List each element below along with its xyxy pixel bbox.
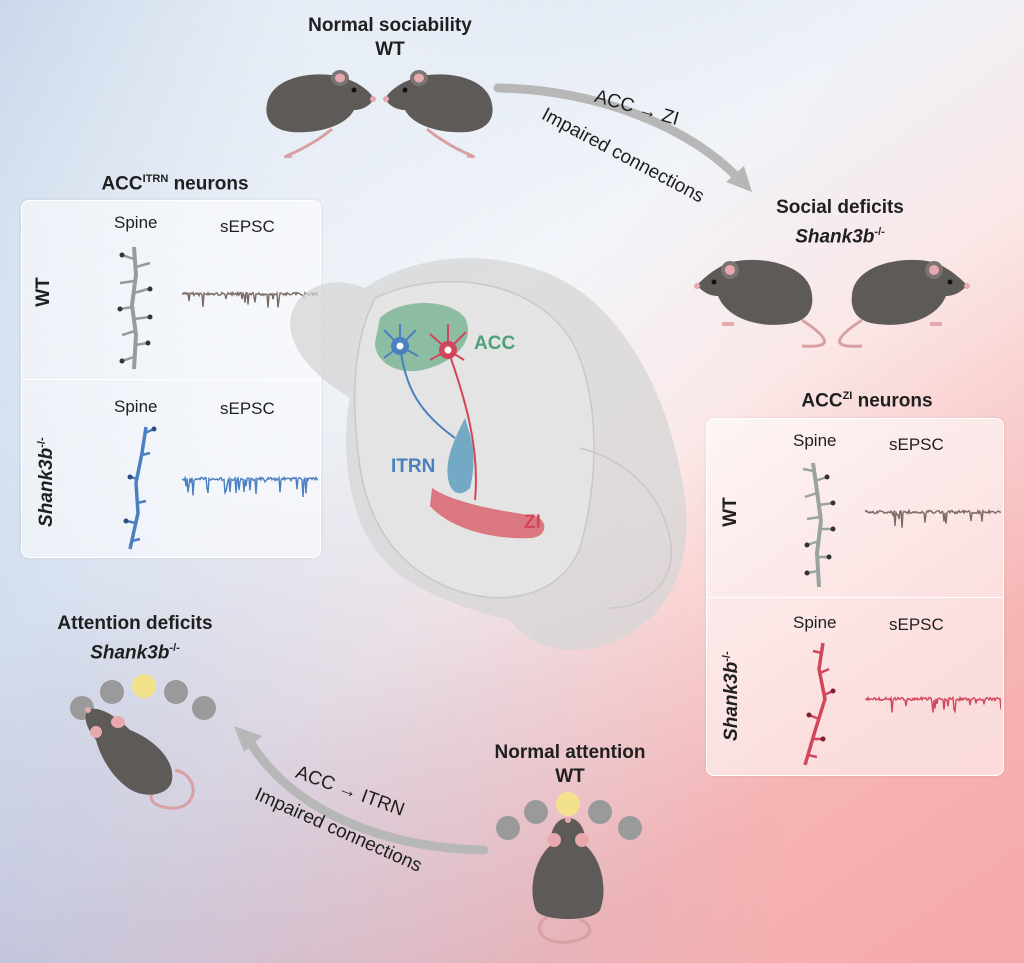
right-panel-acc-zi: Spine sEPSC WT Spine sEPSC Shank3b-/-	[706, 418, 1004, 776]
right-wt-spine-label: Spine	[793, 431, 837, 450]
left-wt-row-label: WT	[33, 277, 54, 307]
panel-divider	[707, 597, 1003, 598]
left-shank-spine-label: Spine	[114, 397, 158, 416]
panel-divider	[22, 379, 320, 380]
right-wt-sepsc-label: sEPSC	[889, 435, 944, 454]
right-wt-row-label: WT	[720, 497, 741, 527]
brain-label-itrn: ITRN	[391, 456, 436, 477]
acc-itrn-arrow	[234, 726, 489, 855]
right-shank-sepsc-trace	[865, 695, 1001, 714]
right-wt-spine-dendrite	[802, 462, 836, 588]
left-wt-sepsc-trace	[182, 290, 318, 308]
right-wt-sepsc-trace	[865, 508, 1001, 528]
normal-sociability-heading: Normal sociability WT	[308, 15, 472, 60]
brain-label-acc: ACC	[474, 333, 516, 354]
right-shank-sepsc-label: sEPSC	[889, 615, 944, 634]
social-deficits-heading: Social deficits Shank3b-/-	[776, 197, 904, 248]
left-shank-row-label: Shank3b-/-	[35, 437, 58, 527]
left-shank-sepsc-trace	[182, 475, 318, 497]
left-panel-title: ACCITRN neurons	[101, 173, 249, 195]
normal-attention-heading: Normal attention WT	[494, 742, 646, 787]
right-shank-spine-dendrite	[803, 642, 836, 766]
shank-mice-social-deficit	[694, 259, 970, 348]
right-panel-title: ACCZI neurons	[801, 390, 933, 412]
left-wt-sepsc-label: sEPSC	[220, 217, 275, 236]
right-shank-spine-label: Spine	[793, 613, 837, 632]
acc-zi-arrow	[493, 83, 752, 192]
left-shank-sepsc-label: sEPSC	[220, 399, 275, 418]
brain-schematic	[290, 258, 687, 650]
wt-mice-sociability	[266, 70, 493, 159]
wt-mouse-normal-attention	[496, 792, 642, 944]
brain-label-zi: ZI	[524, 512, 541, 533]
left-shank-spine-dendrite	[123, 426, 157, 550]
shank-mouse-attention-deficit	[70, 674, 216, 810]
right-shank-row-label: Shank3b-/-	[720, 651, 743, 741]
left-wt-spine-dendrite	[117, 246, 153, 370]
attention-deficits-heading: Attention deficits Shank3b-/-	[57, 613, 213, 664]
left-panel-acc-itrn: Spine sEPSC WT Spine sEPSC Shank3b-/-	[21, 200, 321, 558]
left-wt-spine-label: Spine	[114, 213, 158, 232]
